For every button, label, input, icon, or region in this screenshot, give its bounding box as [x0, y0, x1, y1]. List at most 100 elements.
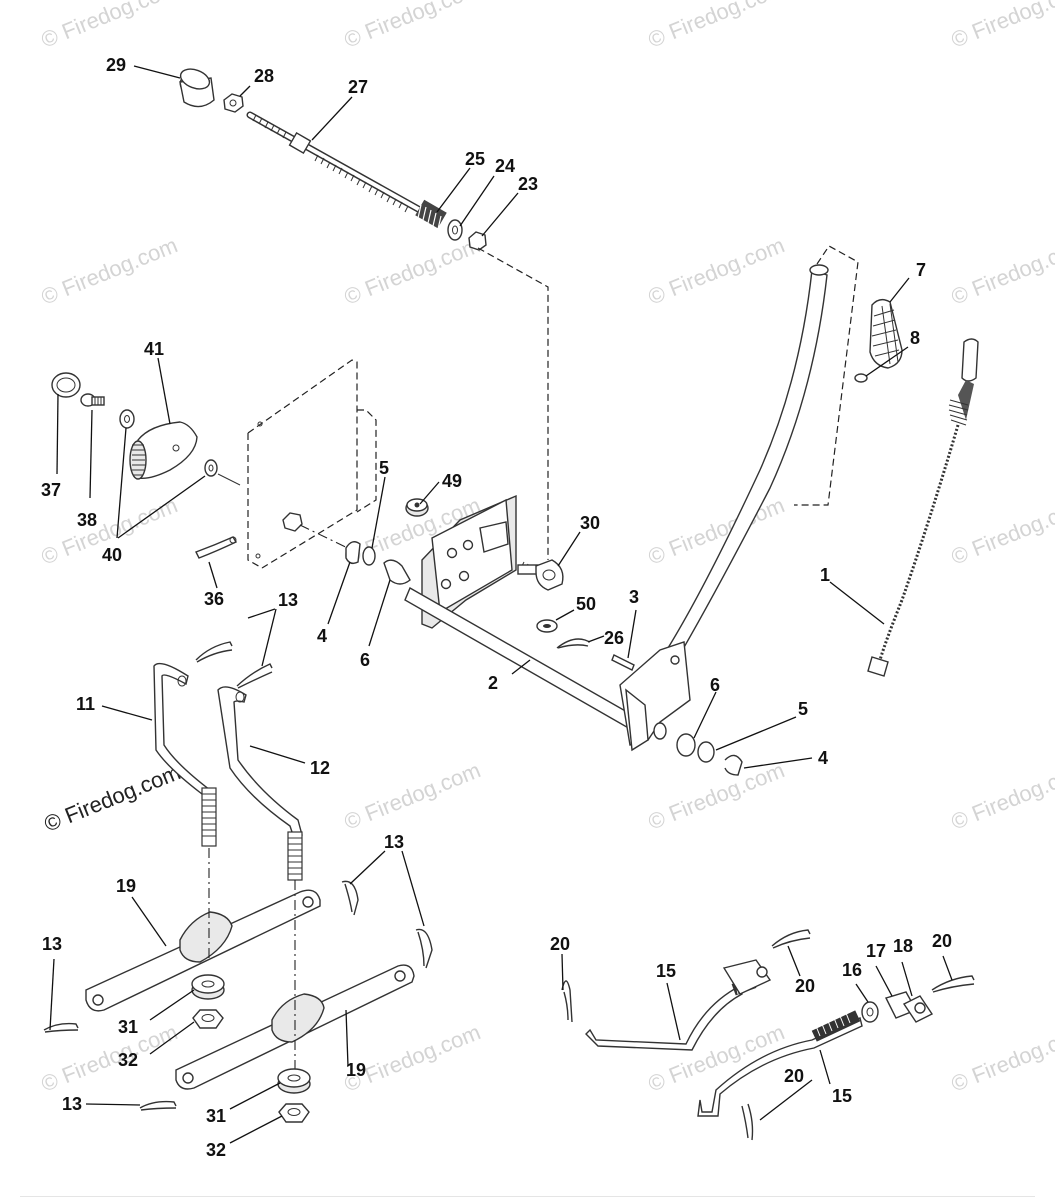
callout-20-bottom: 20 [784, 1066, 804, 1086]
callout-13-bottom: 13 [62, 1094, 82, 1114]
callout-20-middle: 20 [795, 976, 815, 996]
watermark: © Firedog.com [341, 1019, 484, 1096]
callout-50: 50 [576, 594, 596, 614]
spring [415, 199, 447, 230]
callout-2: 2 [488, 673, 498, 693]
hairpin-clip [341, 880, 359, 916]
watermark: © Firedog.com [341, 757, 484, 834]
callout-5-right: 5 [798, 699, 808, 719]
hairpin-clip [236, 663, 273, 689]
callout-31-upper: 31 [118, 1017, 138, 1037]
watermark: © Firedog.com [948, 492, 1055, 569]
hairpin-clip [43, 1022, 79, 1033]
callout-32-upper: 32 [118, 1050, 138, 1070]
callout-19-upper: 19 [116, 876, 136, 896]
callout-6-left: 6 [360, 650, 370, 670]
washer [204, 459, 218, 477]
callout-3: 3 [629, 587, 639, 607]
callout-11: 11 [76, 694, 95, 714]
bushing [653, 722, 667, 740]
callout-26: 26 [604, 628, 624, 648]
watermark: © Firedog.com [948, 1019, 1055, 1096]
lift-shaft [404, 586, 651, 740]
washer [119, 409, 135, 429]
spring-clip [195, 536, 237, 559]
knob [179, 68, 215, 108]
washer [405, 498, 429, 517]
callout-17: 17 [866, 941, 886, 961]
callout-13-top: 13 [278, 590, 298, 610]
watermark: © Firedog.com [645, 757, 788, 834]
watermark: © Firedog.com [948, 0, 1055, 53]
control-cable [867, 338, 979, 677]
callout-38: 38 [77, 510, 97, 530]
callout-31-lower: 31 [206, 1106, 226, 1126]
hairpin-clip [139, 1100, 177, 1111]
adjusting-rod-lower [697, 1010, 863, 1117]
callout-8: 8 [910, 328, 920, 348]
washer [447, 219, 463, 241]
lift-link-left [153, 662, 217, 847]
clip [51, 372, 81, 398]
handle-grip [869, 298, 903, 369]
hairpin-clip [415, 928, 433, 969]
callout-23: 23 [518, 174, 538, 194]
bushing [676, 733, 696, 757]
retaining-clip [724, 754, 743, 776]
frame-bracket-outline [247, 359, 377, 569]
callout-4-left: 4 [317, 626, 327, 646]
hairpin-clip [771, 929, 811, 949]
hairpin-clip [741, 1103, 754, 1141]
hairpin-clip [556, 638, 591, 649]
adjusting-rod-upper [585, 959, 772, 1051]
watermark: © Firedog.com [341, 0, 484, 53]
watermark: © Firedog.com [645, 492, 788, 569]
watermark: © Firedog.com [948, 757, 1055, 834]
callout-27: 27 [348, 77, 368, 97]
bottom-divider [20, 1196, 1035, 1197]
callout-16: 16 [842, 960, 862, 980]
watermark: © Firedog.com [341, 232, 484, 309]
callout-12: 12 [310, 758, 330, 778]
callout-25: 25 [465, 149, 485, 169]
threaded-rod [246, 111, 424, 214]
washer [861, 1001, 879, 1023]
watermark: © Firedog.com [645, 232, 788, 309]
callout-13-arm: 13 [384, 832, 404, 852]
callout-20-left: 20 [550, 934, 570, 954]
height-adjust-knob-group [51, 372, 241, 559]
callout-7: 7 [916, 260, 926, 280]
callout-15-lower: 15 [832, 1086, 852, 1106]
knob [129, 421, 198, 480]
screw [80, 393, 105, 407]
callout-40: 40 [102, 545, 122, 565]
callout-20-right: 20 [932, 931, 952, 951]
callout-18: 18 [893, 936, 913, 956]
callout-15-upper: 15 [656, 961, 676, 981]
callout-41: 41 [144, 339, 164, 359]
nut-upper-31 [191, 974, 225, 1000]
callout-32-lower: 32 [206, 1140, 226, 1160]
callout-13-left: 13 [42, 934, 62, 954]
retaining-clip [345, 541, 361, 565]
nut [223, 93, 244, 113]
leader-lines [49, 65, 953, 1144]
nut-upper-32 [192, 1009, 224, 1029]
hairpin-clip [931, 975, 975, 993]
callout-19-lower: 19 [346, 1060, 366, 1080]
callouts: 29 28 27 25 24 23 7 8 41 37 38 40 5 49 3… [41, 55, 952, 1160]
callout-29: 29 [106, 55, 126, 75]
adjustment-knob-assembly [179, 68, 549, 560]
callout-49: 49 [442, 471, 462, 491]
watermark: © Firedog.com [38, 0, 181, 53]
locking-clip [536, 619, 558, 633]
watermark: © Firedog.com [645, 0, 788, 53]
callout-30: 30 [580, 513, 600, 533]
nut-lower-32 [278, 1103, 310, 1123]
washer [362, 546, 376, 566]
watermark: © Firedog.com [38, 232, 181, 309]
hairpin-clip [195, 641, 233, 663]
pin [611, 654, 635, 671]
callout-36: 36 [204, 589, 224, 609]
